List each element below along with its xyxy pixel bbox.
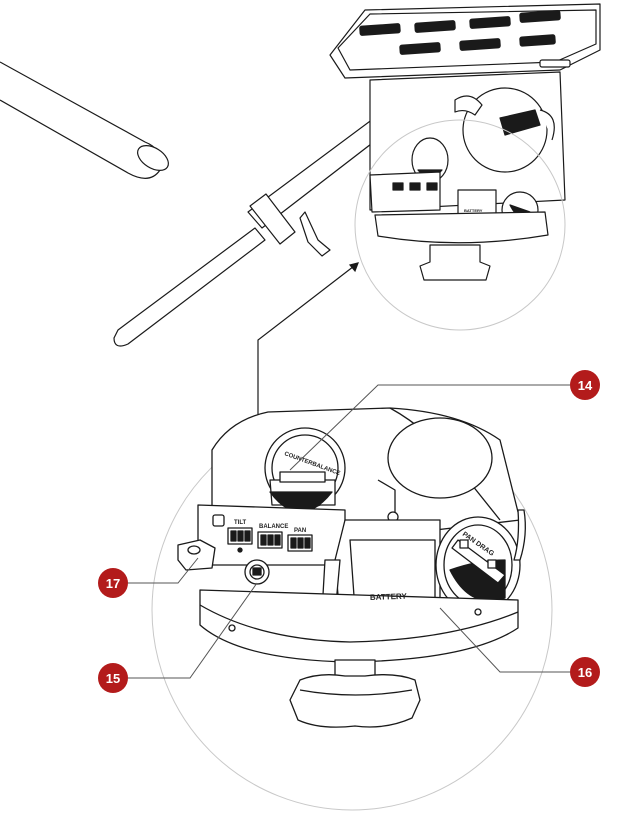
callout-number-17: 17 <box>105 575 121 591</box>
pan-drag-knob <box>435 509 526 614</box>
callout-badge-15: 15 <box>98 663 128 693</box>
callout-number-14: 14 <box>577 377 593 393</box>
zoom-connector-arrow <box>253 262 359 434</box>
zoom-circle-small <box>354 119 566 331</box>
overview-illustration <box>0 3 601 347</box>
leader-15 <box>128 582 258 679</box>
leader-17 <box>128 557 199 584</box>
counterbalance-knob <box>264 427 346 513</box>
battery-label: BATTERY <box>370 592 408 602</box>
bottom-clamp-knob <box>289 659 421 728</box>
bubble-level <box>177 539 216 571</box>
overview-battery-label: BATTERY <box>464 208 483 213</box>
tilt-label: TILT <box>234 520 247 526</box>
callout-badge-14: 14 <box>570 370 600 400</box>
callout-number-15: 15 <box>105 670 121 686</box>
leader-16 <box>439 607 570 673</box>
detail-illustration <box>177 407 526 728</box>
callout-number-16: 16 <box>577 664 593 680</box>
callout-badge-16: 16 <box>570 657 600 687</box>
control-panel <box>197 504 346 566</box>
callout-badge-17: 17 <box>98 568 128 598</box>
balance-label: BALANCE <box>259 524 288 530</box>
pan-bar <box>0 61 169 179</box>
camera-plate <box>329 3 601 79</box>
head-body <box>369 71 566 281</box>
leader-14 <box>289 384 570 471</box>
callout-leaders <box>128 384 570 679</box>
illumination-button <box>244 559 270 585</box>
pan-label: PAN <box>294 528 306 534</box>
